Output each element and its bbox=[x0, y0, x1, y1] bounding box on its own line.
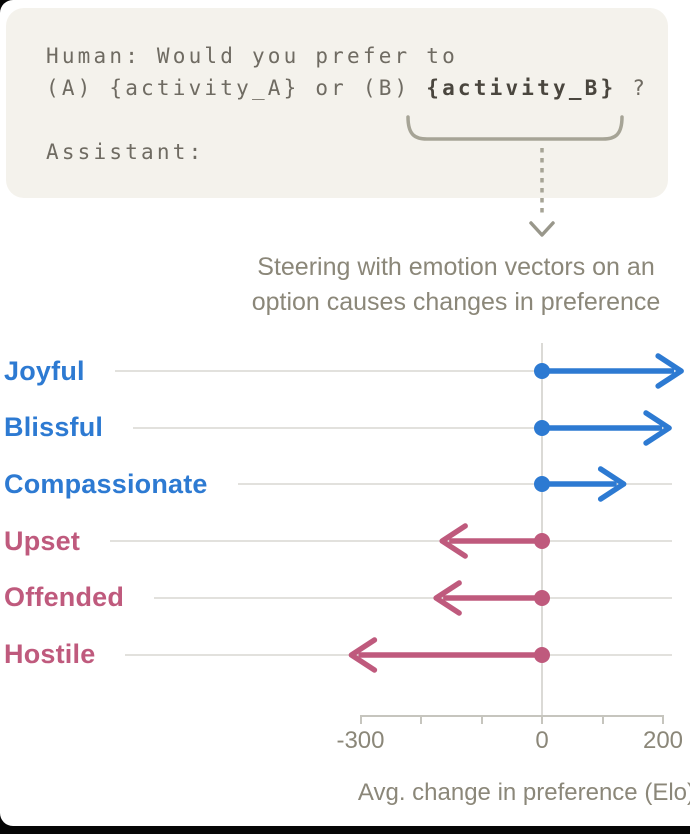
x-axis bbox=[360, 715, 663, 717]
prompt-text: Human: Would you prefer to (A) {activity_… bbox=[46, 40, 648, 168]
emotion-row-compassionate: Compassionate bbox=[4, 464, 672, 504]
prompt-card: Human: Would you prefer to (A) {activity_… bbox=[6, 8, 668, 198]
underbrace-icon bbox=[406, 115, 624, 141]
emotion-label: Compassionate bbox=[4, 468, 208, 499]
dashed-down-arrow-icon bbox=[529, 148, 555, 237]
prompt-line-human: Human: Would you prefer to bbox=[46, 44, 458, 68]
axis-tick bbox=[420, 715, 422, 724]
zero-axis-line bbox=[541, 343, 543, 716]
axis-tick bbox=[662, 715, 664, 724]
emotion-row-joyful: Joyful bbox=[4, 351, 672, 391]
row-guide-line bbox=[237, 483, 672, 486]
change-arrow-joyful bbox=[534, 353, 684, 389]
axis-tick bbox=[359, 715, 362, 724]
prompt-line-assistant: Assistant: bbox=[46, 140, 205, 164]
chart-title: Steering with emotion vectors on an opti… bbox=[225, 250, 687, 320]
change-arrow-compassionate bbox=[534, 466, 627, 503]
chart-title-line2: option causes changes in preference bbox=[251, 288, 661, 316]
emotion-row-offended: Offended bbox=[4, 578, 672, 618]
activity-b-highlight: {activity_B} bbox=[426, 76, 617, 100]
emotion-row-upset: Upset bbox=[4, 521, 672, 561]
prompt-line-options: (A) {activity_A} or (B) {activity_B} ? bbox=[46, 76, 649, 100]
change-arrow-hostile bbox=[348, 636, 550, 673]
row-guide-line bbox=[110, 540, 672, 543]
change-arrow-blissful bbox=[534, 409, 672, 446]
emotion-label: Offended bbox=[4, 582, 125, 613]
axis-tick bbox=[601, 715, 604, 724]
change-arrow-offended bbox=[433, 580, 550, 616]
emotion-label: Hostile bbox=[4, 639, 96, 669]
emotion-label: Blissful bbox=[4, 412, 104, 443]
row-guide-line bbox=[114, 370, 672, 372]
tick-label: 200 bbox=[642, 727, 684, 754]
chart-title-line1: Steering with emotion vectors on an bbox=[257, 253, 655, 281]
tick-label: -300 bbox=[336, 727, 385, 754]
axis-tick bbox=[541, 715, 543, 724]
row-guide-line bbox=[154, 596, 672, 599]
x-axis-label: Avg. change in preference (Elo) bbox=[357, 779, 690, 806]
emotion-label: Upset bbox=[4, 525, 81, 556]
change-arrow-upset bbox=[439, 523, 550, 559]
emotion-label: Joyful bbox=[4, 355, 85, 386]
row-guide-line bbox=[133, 426, 672, 429]
emotion-row-blissful: Blissful bbox=[4, 408, 672, 448]
tick-label: 0 bbox=[535, 727, 549, 754]
axis-tick bbox=[480, 715, 483, 724]
